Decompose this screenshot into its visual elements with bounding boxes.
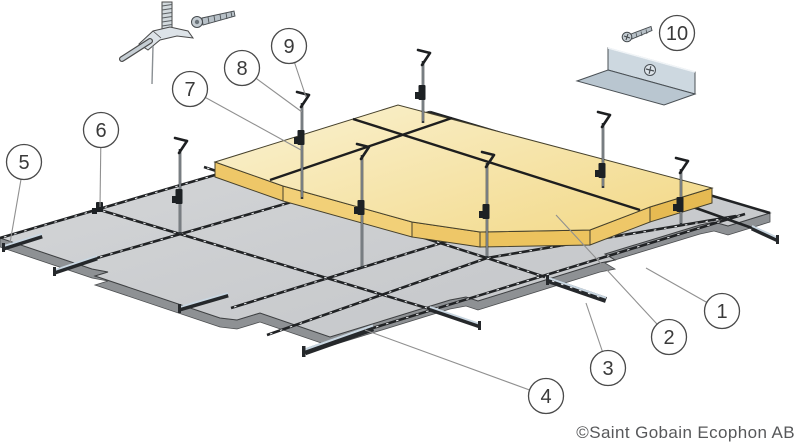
- hanger-rod: [294, 90, 311, 199]
- hanger-rods: [172, 48, 690, 268]
- callout-3-label: 3: [602, 358, 613, 380]
- callout-10: 10: [658, 14, 696, 52]
- callout-1-label: 1: [716, 301, 727, 323]
- hanger-rod: [595, 110, 612, 188]
- callout-9: 9: [270, 27, 308, 65]
- hanger-rod: [172, 136, 189, 234]
- anchor-bracket: [138, 26, 195, 51]
- callout-9-label: 9: [283, 36, 294, 58]
- callout-3: 3: [589, 349, 627, 387]
- hanger-hook-icon: [295, 90, 311, 109]
- wall-angle-detail: [575, 25, 697, 106]
- callout-1: 1: [703, 292, 741, 330]
- runner-end: [2, 233, 43, 252]
- callout-2: 2: [650, 318, 688, 356]
- callout-2-label: 2: [663, 327, 674, 349]
- callout-6: 6: [82, 111, 120, 149]
- hanger-clip-icon: [482, 204, 490, 219]
- main-runner: [230, 238, 452, 310]
- callout-7-label: 7: [184, 79, 195, 101]
- edge-clip: [92, 202, 103, 214]
- hanger-wire: [151, 45, 154, 85]
- hanger-clip-icon: [598, 163, 606, 178]
- callout-8: 8: [223, 49, 261, 87]
- callout-4: 4: [527, 377, 565, 415]
- callout-4-label: 4: [540, 386, 551, 408]
- hanger-rod: [673, 156, 690, 225]
- screw-icon: [191, 10, 236, 28]
- runner-end-foreground: [302, 324, 375, 357]
- angle-screw-hole: [644, 64, 656, 76]
- panel-joint: [352, 117, 641, 212]
- anchor-detail: [119, 1, 236, 85]
- callouts: 1 2 3 4 5 6 7 8: [5, 14, 741, 415]
- insulation-layer: [213, 104, 714, 248]
- hanger-clip-icon: [297, 130, 305, 145]
- hanger-rod: [415, 48, 432, 123]
- hanger-hook-icon: [355, 142, 371, 161]
- hanger-hook-icon: [173, 136, 189, 155]
- wall-angle-flange: [575, 69, 697, 106]
- hanger-hook-icon: [480, 150, 496, 169]
- cross-tee: [692, 205, 753, 230]
- hanger-hook-icon: [596, 110, 612, 129]
- insulation-panel: [213, 104, 714, 233]
- copyright-text: ©Saint Gobain Ecophon AB: [576, 423, 795, 442]
- hanger-clip-icon: [357, 200, 365, 215]
- hanger-clip-icon: [676, 197, 684, 212]
- hanger-clip-icon: [175, 189, 183, 204]
- runner-end: [178, 292, 229, 313]
- callout-10-label: 10: [666, 23, 688, 45]
- hanger-rod: [354, 142, 371, 268]
- runner-end: [53, 255, 98, 276]
- panel-joint: [269, 116, 453, 182]
- callout-5: 5: [5, 143, 43, 181]
- runner-end: [429, 306, 481, 330]
- callout-8-label: 8: [236, 58, 247, 80]
- callout-7: 7: [171, 70, 209, 108]
- screw-icon: [621, 25, 653, 43]
- hanger-hook-icon: [416, 48, 432, 67]
- hanger-clip-icon: [418, 85, 426, 100]
- callout-6-label: 6: [95, 120, 106, 142]
- callout-5-label: 5: [18, 152, 29, 174]
- cross-tee-end: [546, 275, 607, 303]
- hanger-hook-icon: [674, 156, 690, 175]
- hanger-rod: [479, 150, 496, 258]
- runner-end: [750, 225, 780, 244]
- insulation-side-front: [479, 229, 591, 248]
